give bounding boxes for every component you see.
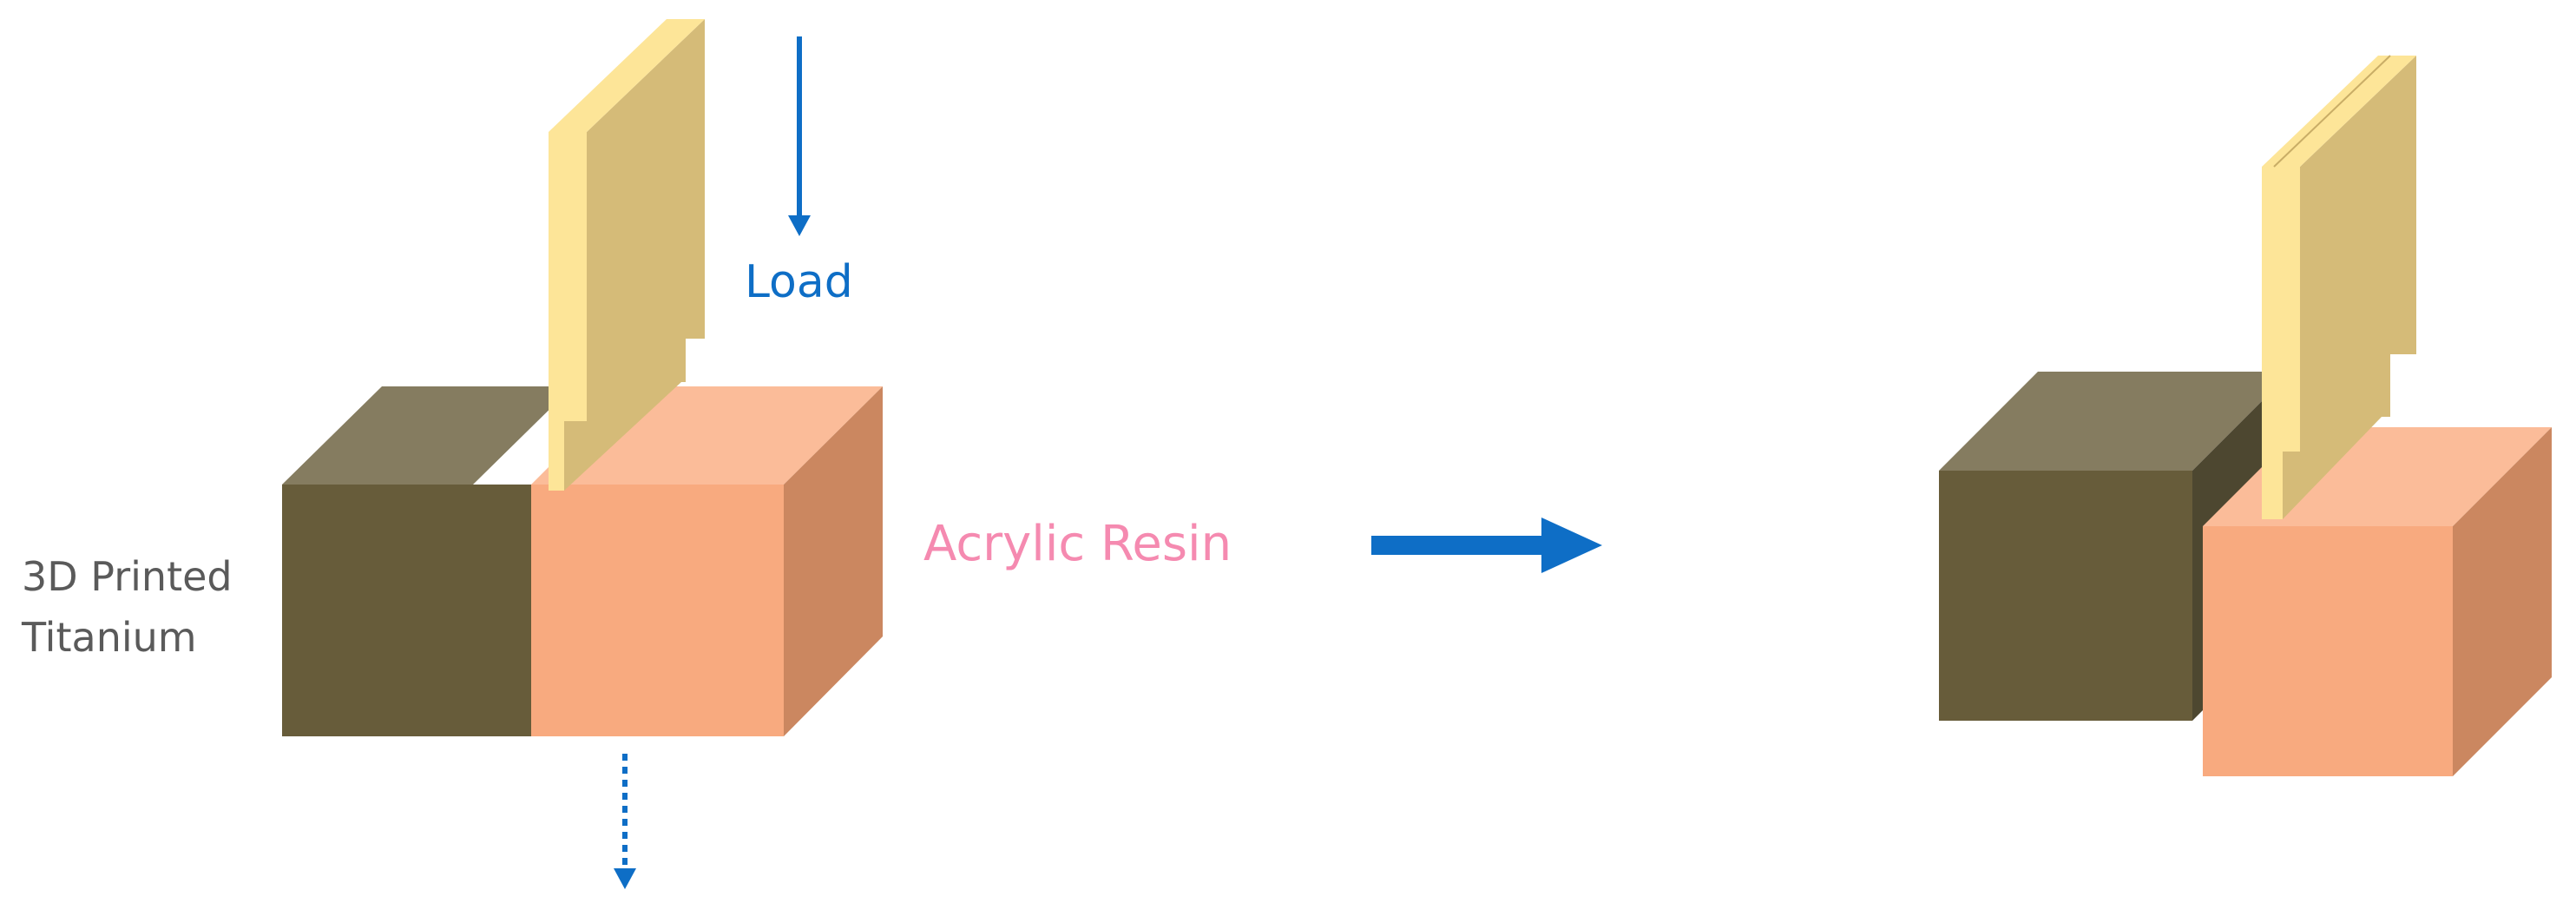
resin-block-after: [2203, 427, 2552, 776]
titanium-block-top-face: [1939, 372, 2291, 471]
titanium-block-top-face: [282, 386, 573, 485]
blade-edge: [549, 132, 587, 491]
titanium-block-front-face: [1939, 471, 2192, 721]
blade-face: [564, 19, 705, 491]
assembly-before: Load 3D Printed Titanium Acrylic Resin: [21, 19, 1232, 889]
resin-block-side-face: [2453, 427, 2552, 776]
transition-arrow: [1371, 518, 1602, 573]
titanium-block-after: [1939, 372, 2291, 721]
transition-arrow-head: [1541, 518, 1602, 573]
assembly-after: [1939, 55, 2552, 776]
blade-top-edge: [549, 19, 705, 132]
resin-block-front-face: [2203, 526, 2453, 776]
titanium-label-line1: 3D Printed: [22, 553, 233, 600]
blade-face: [2283, 56, 2416, 519]
load-arrow-head: [788, 215, 811, 236]
blade-top-edge: [2262, 56, 2416, 167]
titanium-block-before: [282, 386, 573, 736]
blade-edge: [2262, 167, 2300, 519]
titanium-block-front-face: [282, 485, 542, 736]
resin-block-side-face: [784, 386, 883, 736]
load-label: Load: [745, 256, 853, 308]
titanium-label-line2: Titanium: [21, 614, 197, 661]
shear-blade-after: [2262, 55, 2416, 519]
resin-block-before: [531, 386, 883, 736]
blade-top-groove: [2273, 55, 2391, 168]
resin-label: Acrylic Resin: [923, 516, 1232, 572]
shear-blade-before: [549, 19, 705, 491]
transition-arrow-shaft: [1371, 536, 1545, 555]
reaction-arrow-head: [614, 868, 636, 889]
resin-block-front-face: [531, 485, 784, 736]
